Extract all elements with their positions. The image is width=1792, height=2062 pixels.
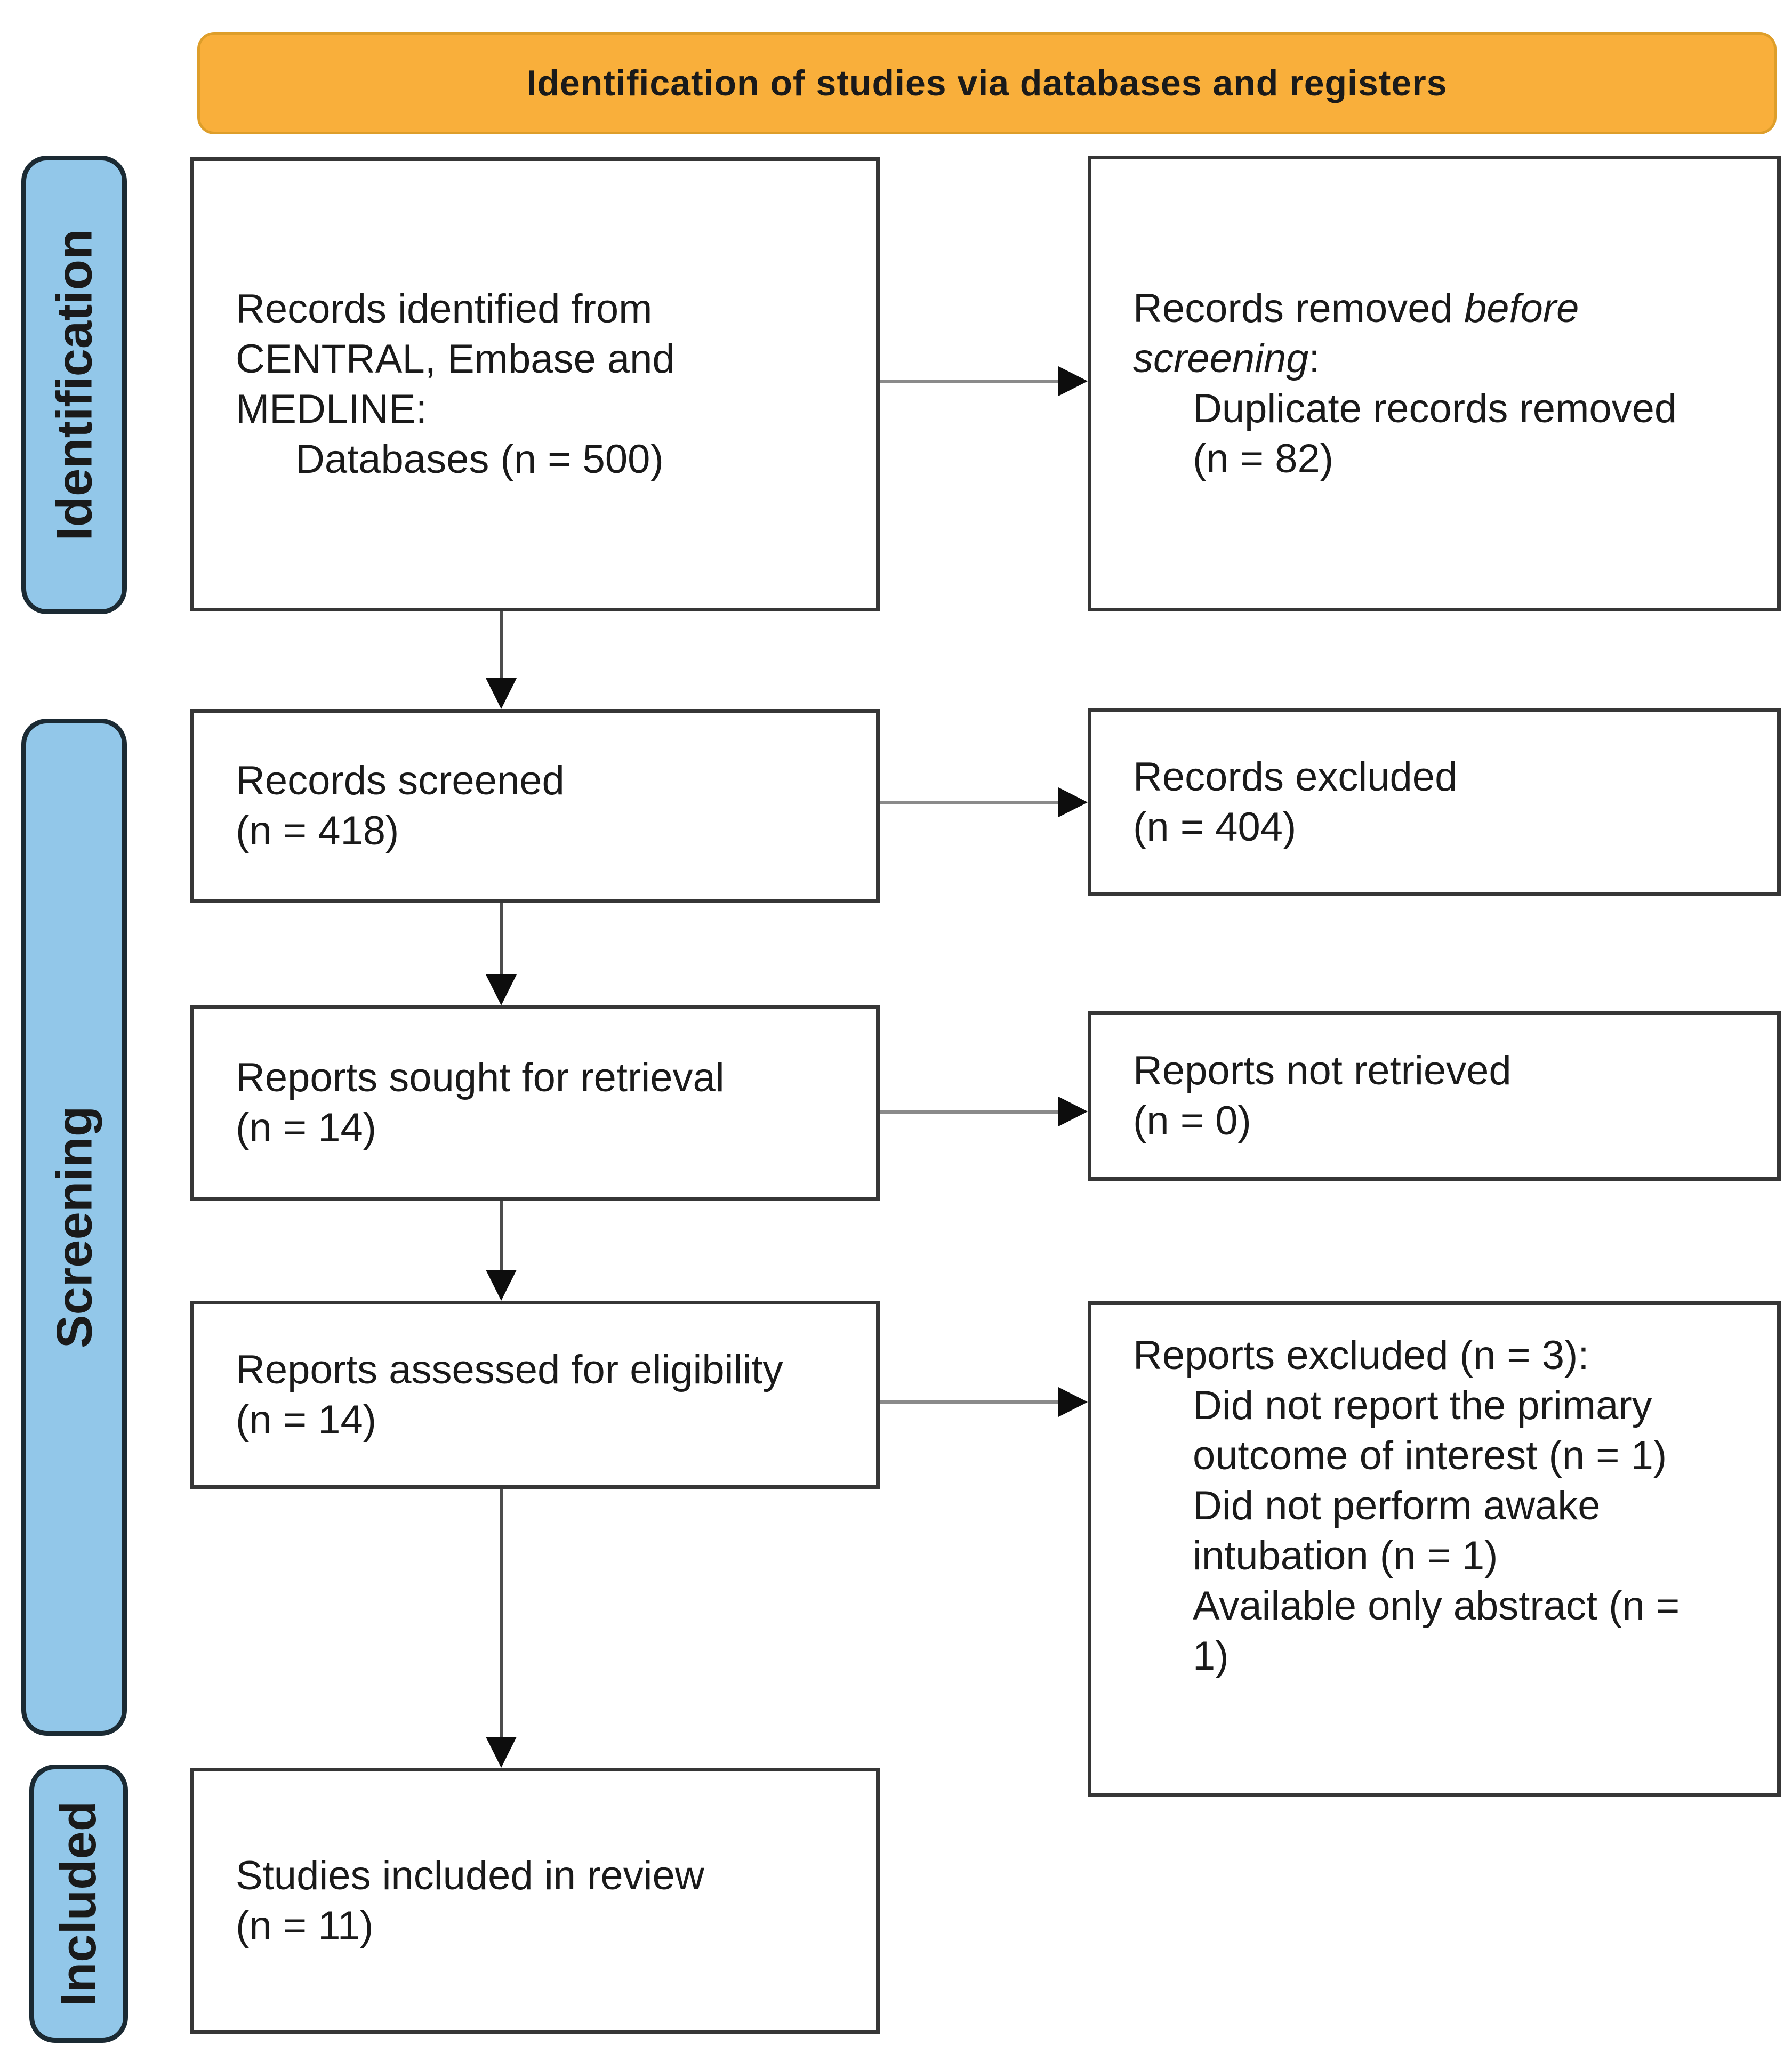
arrowhead-right-icon [1058, 787, 1088, 817]
arrow-down-sought-to-assessed [486, 1201, 517, 1301]
box-text-line-indented: (n = 82) [1193, 436, 1334, 481]
box-text-line: Records excluded [1133, 754, 1458, 800]
box-reports-assessed: Reports assessed for eligibility (n = 14… [190, 1301, 880, 1489]
box-text-line: (n = 14) [236, 1397, 377, 1443]
arrow-down-assessed-to-included [486, 1489, 517, 1768]
stage-label-identification-text: Identification [46, 229, 102, 541]
box-text-line: Reports not retrieved [1133, 1048, 1512, 1093]
box-text-line: Records removed before [1133, 284, 1756, 334]
box-text-line: (n = 11) [236, 1903, 374, 1948]
box-text-line-indented: Available only abstract (n = [1193, 1583, 1680, 1629]
box-reports-sought: Reports sought for retrieval (n = 14) [190, 1005, 880, 1201]
box-reports-not-retrieved: Reports not retrieved (n = 0) [1088, 1011, 1781, 1181]
arrow-right-sought-to-not-retrieved [880, 1097, 1088, 1126]
arrowhead-down-icon [486, 678, 517, 709]
arrowhead-down-icon [486, 1737, 517, 1768]
box-text-line: screening: [1133, 334, 1756, 384]
arrow-right-assessed-to-reports-excluded [880, 1387, 1088, 1417]
box-studies-included: Studies included in review (n = 11) [190, 1768, 880, 2034]
box-text-line-indented: Did not report the primary [1193, 1383, 1652, 1428]
box-text-line: Reports sought for retrieval [236, 1055, 725, 1100]
box-text-line-indented: 1) [1193, 1633, 1229, 1679]
arrowhead-down-icon [486, 974, 517, 1005]
arrow-line [500, 1489, 503, 1737]
arrow-line [500, 611, 503, 678]
box-text-segment-italic: before [1464, 285, 1579, 331]
box-text-segment: : [1308, 335, 1320, 381]
stage-label-screening-text: Screening [46, 1106, 102, 1349]
arrow-line [880, 1110, 1058, 1114]
box-text-line-indented: outcome of interest (n = 1) [1193, 1433, 1667, 1478]
box-text-line: Records screened [236, 758, 565, 803]
arrow-down-identified-to-screened [486, 611, 517, 709]
arrow-line [880, 380, 1058, 383]
box-text-line: Reports assessed for eligibility [236, 1347, 783, 1392]
stage-label-included-text: Included [50, 1800, 107, 2007]
stage-label-included: Included [29, 1765, 128, 2043]
arrow-right-identified-to-removed [880, 366, 1088, 396]
box-reports-excluded: Reports excluded (n = 3): Did not report… [1088, 1301, 1781, 1797]
box-text-line: (n = 0) [1133, 1098, 1251, 1143]
box-text-line: Records identified from [236, 286, 653, 332]
arrowhead-right-icon [1058, 366, 1088, 396]
arrow-right-screened-to-excluded [880, 787, 1088, 817]
stage-label-screening: Screening [21, 719, 127, 1736]
arrow-line [880, 1400, 1058, 1404]
box-text-segment: Records removed [1133, 285, 1453, 331]
box-text-line: (n = 418) [236, 808, 399, 853]
arrowhead-right-icon [1058, 1387, 1088, 1417]
arrow-line [880, 801, 1058, 804]
box-text-line: Studies included in review [236, 1852, 704, 1898]
box-text-line: Reports excluded (n = 3): [1133, 1333, 1589, 1378]
box-text-line-indented: intubation (n = 1) [1193, 1533, 1498, 1578]
arrowhead-right-icon [1058, 1097, 1088, 1126]
stage-label-identification: Identification [21, 156, 127, 614]
box-text-line-indented: Duplicate records removed [1193, 385, 1677, 431]
box-text-line: CENTRAL, Embase and [236, 336, 675, 382]
box-text-line-indented: Did not perform awake [1193, 1483, 1601, 1528]
arrow-line [500, 1201, 503, 1270]
banner: Identification of studies via databases … [197, 32, 1777, 134]
arrow-down-screened-to-sought [486, 903, 517, 1005]
box-records-screened: Records screened (n = 418) [190, 709, 880, 903]
box-text-line: MEDLINE: [236, 386, 427, 432]
box-text-line: (n = 14) [236, 1105, 377, 1150]
box-text-line-indented: Databases (n = 500) [295, 437, 664, 482]
box-records-identified: Records identified from CENTRAL, Embase … [190, 157, 880, 611]
box-records-removed: Records removed before screening: Duplic… [1088, 156, 1781, 611]
box-text-segment-italic: screening [1133, 335, 1309, 381]
box-records-excluded: Records excluded (n = 404) [1088, 708, 1781, 896]
arrow-line [500, 903, 503, 974]
banner-title: Identification of studies via databases … [526, 63, 1448, 103]
arrowhead-down-icon [486, 1270, 517, 1301]
box-text-line: (n = 404) [1133, 804, 1297, 850]
